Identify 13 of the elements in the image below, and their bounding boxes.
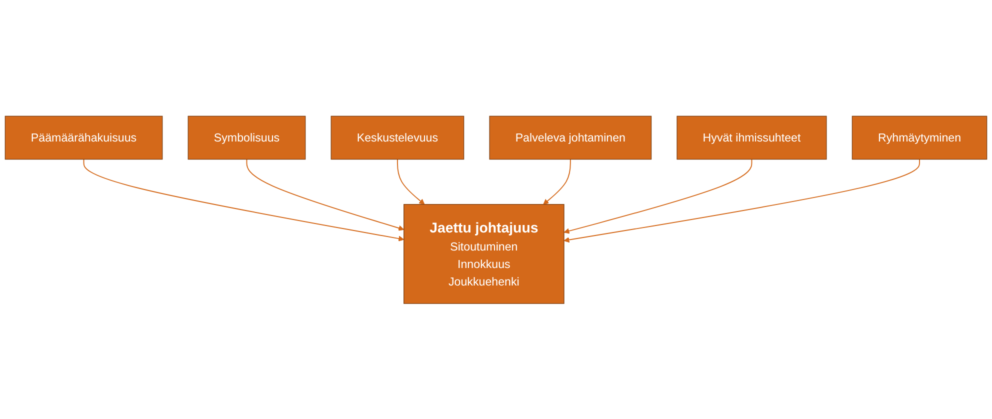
arrow [564, 158, 752, 234]
arrow [246, 158, 404, 230]
arrow [396, 158, 425, 204]
node-box: Hyvät ihmissuhteet [676, 115, 827, 160]
node-box: Palveleva johtaminen [489, 115, 652, 160]
node-box: Ryhmäytyminen [852, 115, 988, 160]
arrow [564, 158, 920, 242]
node-box: Keskustelevuus [330, 115, 464, 160]
arrow [83, 158, 404, 242]
node-box: Päämäärähakuisuus [4, 115, 163, 160]
node-box: Symbolisuus [188, 115, 306, 160]
arrow [543, 158, 571, 204]
node-box: Jaettu johtajuus Sitoutuminen Innokkuus Joukkuehenki [404, 204, 564, 304]
